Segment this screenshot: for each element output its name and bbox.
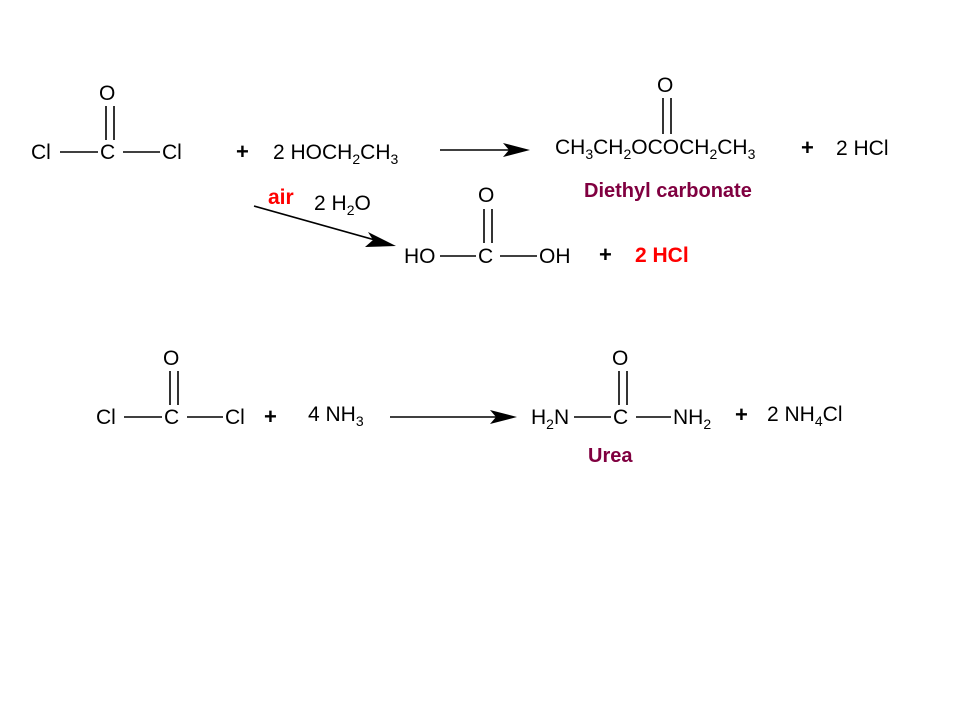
urea-nh2-nh: NH xyxy=(673,406,704,429)
ethanol-sub2: 3 xyxy=(390,151,399,167)
plus-sign: + xyxy=(264,404,277,429)
air-condition-label: air xyxy=(268,186,294,209)
hcl-byproduct-1: 2 HCl xyxy=(836,137,889,160)
urea-oxygen: O xyxy=(612,347,629,370)
water-reagent: 2 H2O xyxy=(314,192,371,218)
carbonate-s3: 2 xyxy=(709,146,718,162)
water-coef: 2 H xyxy=(314,192,347,215)
carbonic-acid-ho: HO xyxy=(404,245,436,268)
carbonate-s4: 3 xyxy=(747,146,756,162)
urea-nh2: NH2 xyxy=(673,406,712,432)
diethyl-carbonate-formula: CH3CH2OCOCH2CH3 xyxy=(555,136,756,162)
phosgene-oxygen-2: O xyxy=(163,347,180,370)
ammonia-sub: 3 xyxy=(355,413,364,429)
phosgene-cl-right-1: Cl xyxy=(162,141,182,164)
ethanol-reagent: 2 HOCH2CH3 xyxy=(273,141,399,167)
urea-carbon: C xyxy=(613,406,629,429)
ammonia-text: 4 NH xyxy=(308,403,356,426)
plus-sign: + xyxy=(599,242,612,267)
urea-h2n: H2N xyxy=(531,406,570,432)
hcl-byproduct-side: 2 HCl xyxy=(635,244,689,267)
carbonic-acid-oxygen: O xyxy=(478,184,495,207)
diethyl-carbonate-label: Diethyl carbonate xyxy=(584,180,752,202)
phosgene-carbon-2: C xyxy=(164,406,180,429)
plus-sign: + xyxy=(236,139,249,164)
nh4cl-pre: 2 NH xyxy=(767,403,815,426)
phosgene-cl-left-1: Cl xyxy=(31,141,51,164)
urea-nh2-sub: 2 xyxy=(703,416,712,432)
phosgene-cl-left-2: Cl xyxy=(96,406,116,429)
carbonate-p3: OCOCH xyxy=(631,136,710,159)
water-o: O xyxy=(354,192,371,215)
urea-label: Urea xyxy=(588,445,633,467)
carbonate-p1: CH xyxy=(555,136,586,159)
carbonate-s1: 3 xyxy=(585,146,594,162)
ammonium-chloride-byproduct: 2 NH4Cl xyxy=(767,403,843,429)
urea-h2n-h: H xyxy=(531,406,547,429)
carbonic-acid-oh: OH xyxy=(539,245,571,268)
ammonia-reagent: 4 NH3 xyxy=(308,403,364,429)
nh4cl-sub: 4 xyxy=(814,413,823,429)
ethanol-coef: 2 HOCH xyxy=(273,141,353,164)
phosgene-cl-right-2: Cl xyxy=(225,406,245,429)
side-arrow-shaft xyxy=(253,205,383,243)
carbonic-acid-carbon: C xyxy=(478,245,494,268)
nh4cl-post: Cl xyxy=(822,403,843,426)
carbonate-s2: 2 xyxy=(623,146,632,162)
carbonate-p2: CH xyxy=(593,136,624,159)
carbonate-p4: CH xyxy=(717,136,748,159)
urea-h2n-n: N xyxy=(553,406,570,429)
phosgene-oxygen-1: O xyxy=(99,82,116,105)
ethanol-sub1: 2 xyxy=(352,151,361,167)
ethanol-ch: CH xyxy=(360,141,391,164)
urea-h2n-sub: 2 xyxy=(546,416,554,432)
carbonate-oxygen: O xyxy=(657,74,674,97)
plus-sign: + xyxy=(735,402,748,427)
reaction-arrow-1-head xyxy=(503,143,530,157)
reaction-arrow-2-head xyxy=(490,410,517,424)
plus-sign: + xyxy=(801,135,814,160)
water-sub: 2 xyxy=(346,202,355,218)
phosgene-carbon-1: C xyxy=(100,141,116,164)
side-arrow-head xyxy=(365,232,396,247)
